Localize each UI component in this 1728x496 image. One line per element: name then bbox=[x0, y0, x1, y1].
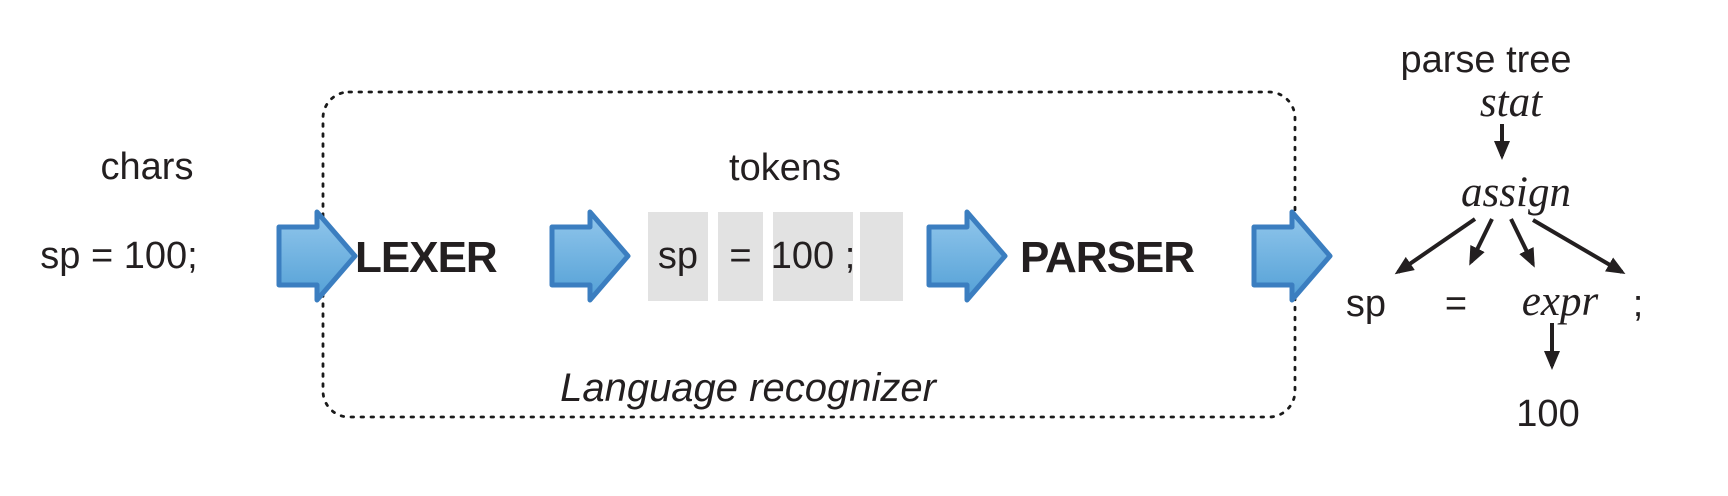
tree-leaf-semicolon: ; bbox=[1632, 283, 1644, 325]
chars-label: chars bbox=[100, 146, 194, 188]
token-text: 100 ; bbox=[770, 235, 856, 277]
lexer-label: LEXER bbox=[355, 233, 498, 282]
tree-node-stat: stat bbox=[1479, 79, 1543, 126]
token-text: sp bbox=[657, 235, 699, 277]
tokens-label: tokens bbox=[729, 147, 841, 189]
parse-tree-edges bbox=[1394, 124, 1626, 370]
flow-arrow-icon bbox=[276, 209, 358, 303]
token-box bbox=[860, 212, 903, 301]
token-text: = bbox=[729, 235, 752, 277]
tree-leaf-eq: = bbox=[1444, 283, 1468, 325]
flow-arrow-icon bbox=[549, 209, 631, 303]
flow-arrow-icon bbox=[1251, 209, 1333, 303]
parser-label: PARSER bbox=[1019, 233, 1195, 282]
token-box: 100 ; bbox=[770, 212, 856, 301]
token-box: sp bbox=[648, 212, 708, 301]
tree-node-assign: assign bbox=[1461, 169, 1571, 216]
flow-arrow-icon bbox=[926, 209, 1008, 303]
tree-node-expr: expr bbox=[1521, 278, 1599, 325]
recognizer-caption: Language recognizer bbox=[560, 366, 936, 410]
input-chars-text: sp = 100; bbox=[40, 235, 198, 277]
tree-literal-100: 100 bbox=[1516, 393, 1580, 435]
tree-leaf-sp: sp bbox=[1345, 283, 1387, 325]
token-box: = bbox=[718, 212, 763, 301]
parse-tree-label: parse tree bbox=[1400, 39, 1572, 81]
